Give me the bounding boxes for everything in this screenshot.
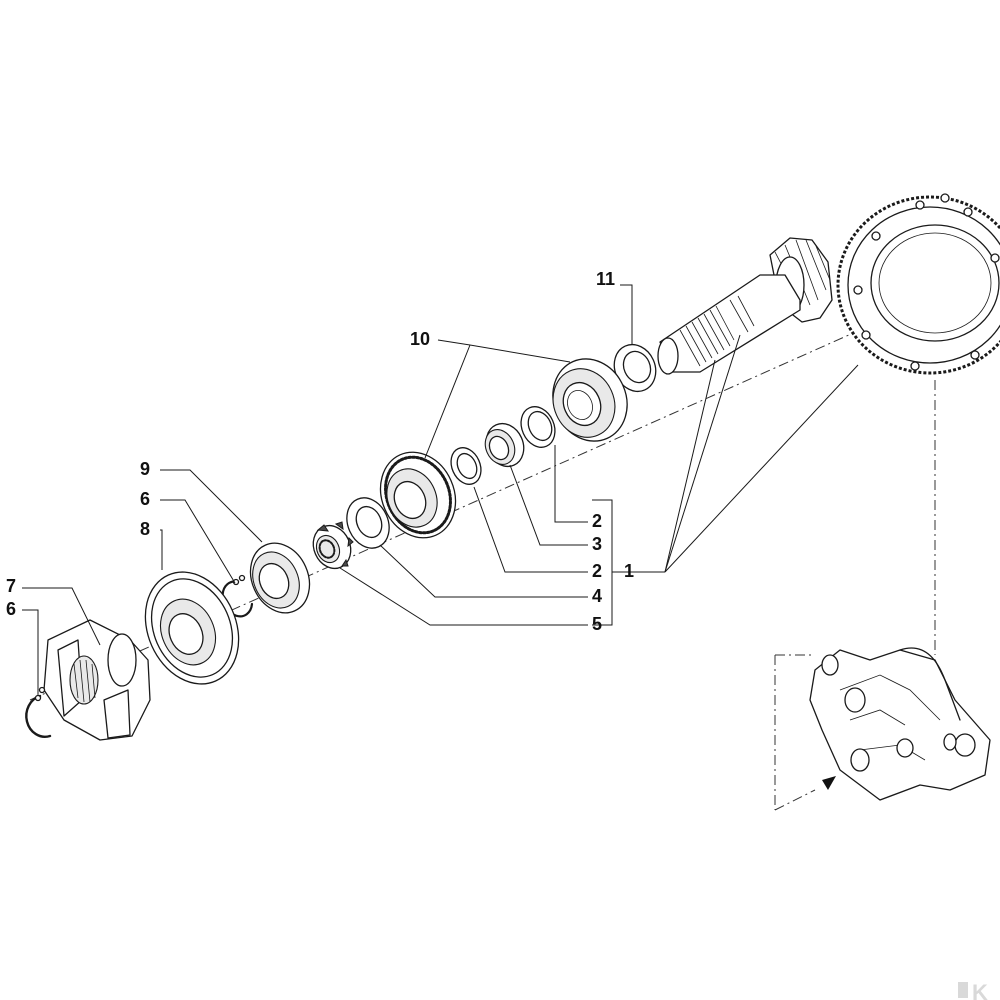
callout-2-upper: 2 [592,511,602,531]
spacer-ring-2-upper [520,406,556,448]
shim-11 [613,343,657,393]
callout-7: 7 [6,576,16,596]
leader-lines [22,284,859,696]
pinion-shaft [657,237,833,375]
callout-11: 11 [596,269,615,289]
inset-arrow-icon [822,776,836,790]
taper-bearing-lower [379,451,457,539]
callout-6-upper: 6 [140,489,150,509]
circlip-6-lower [25,686,52,738]
callout-1: 1 [624,561,634,581]
callout-4: 4 [592,586,602,606]
drive-flange-7 [43,619,151,741]
spacer-ring-2-lower [450,447,482,485]
axle-housing-inset [774,380,991,811]
callout-2-lower: 2 [592,561,602,581]
callout-6-lower: 6 [6,599,16,619]
castle-nut-5 [312,521,354,570]
watermark-logo: K [958,980,988,1000]
washer-4 [346,497,390,549]
collapsible-spacer-3 [484,422,525,468]
callout-10: 10 [410,329,430,349]
callout-9: 9 [140,459,150,479]
callout-3: 3 [592,534,602,554]
callout-8: 8 [140,519,150,539]
oil-seal-9 [249,542,311,614]
dust-cover-8 [144,571,240,685]
taper-bearing-upper [552,358,628,442]
logo-glyph: K [972,980,988,1000]
callout-5: 5 [592,614,602,634]
crown-wheel [836,193,1000,375]
